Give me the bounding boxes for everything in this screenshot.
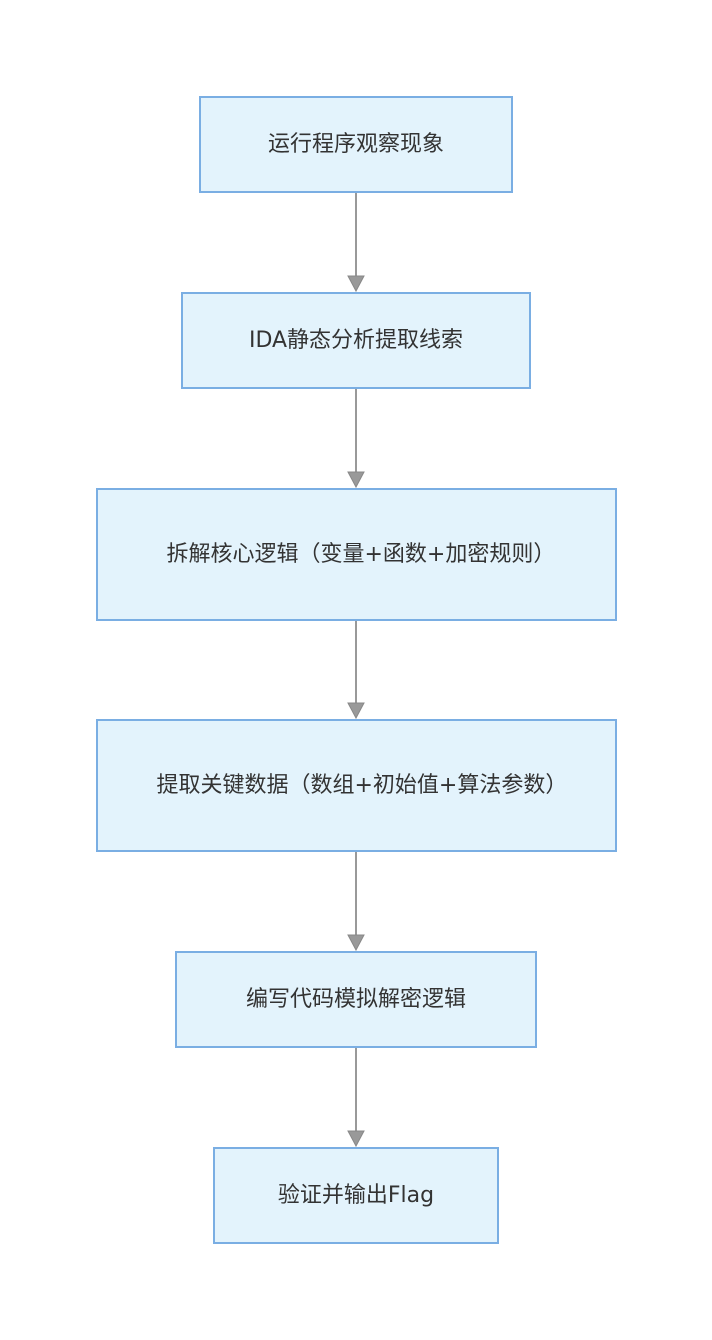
node-label: 编写代码模拟解密逻辑 <box>245 987 466 1012</box>
arrowhead-icon <box>347 275 365 293</box>
node-label: 拆解核心逻辑（变量+函数+加密规则） <box>166 542 556 567</box>
node-label: IDA静态分析提取线索 <box>248 328 464 353</box>
flow-node-key-data: 提取关键数据（数组+初始值+算法参数） <box>96 719 617 852</box>
flow-node-run-program: 运行程序观察现象 <box>199 96 513 193</box>
flow-arrow <box>347 1048 365 1148</box>
node-label: 运行程序观察现象 <box>267 132 444 157</box>
flow-arrow <box>347 193 365 293</box>
flow-arrow <box>347 389 365 489</box>
flow-node-ida-static-analysis: IDA静态分析提取线索 <box>181 292 531 389</box>
flow-arrow <box>347 621 365 720</box>
flow-node-core-logic: 拆解核心逻辑（变量+函数+加密规则） <box>96 488 617 621</box>
flow-node-verify-flag: 验证并输出Flag <box>213 1147 499 1244</box>
arrowhead-icon <box>347 702 365 720</box>
node-label: 提取关键数据（数组+初始值+算法参数） <box>156 773 568 798</box>
arrowhead-icon <box>347 934 365 952</box>
arrowhead-icon <box>347 1130 365 1148</box>
flow-arrow <box>347 852 365 952</box>
node-label: 验证并输出Flag <box>277 1183 435 1208</box>
arrowhead-icon <box>347 471 365 489</box>
flow-node-write-code: 编写代码模拟解密逻辑 <box>175 951 537 1048</box>
